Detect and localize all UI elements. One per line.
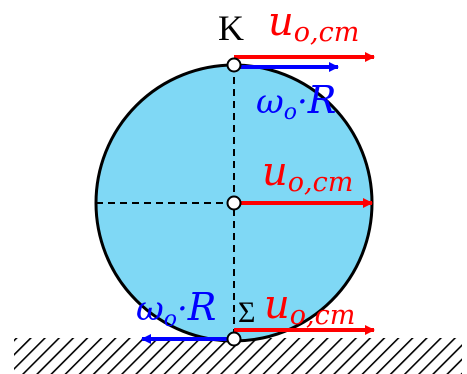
bottom-rotation-label-radius: R (187, 285, 217, 329)
top-velocity-label-sub: o,cm (294, 17, 360, 48)
top-velocity-label: uo,cm (268, 0, 359, 48)
top-rotation-label-radius: R (307, 78, 337, 122)
bottom-rotation-label: ωo·R (136, 285, 216, 332)
bottom-point (226, 331, 242, 347)
top-rotation-label: ωo·R (256, 78, 336, 125)
center-velocity-label: uo,cm (262, 149, 353, 198)
bottom-rotation-label-sub: o (164, 307, 177, 332)
center-velocity-label-symbol: u (262, 149, 288, 195)
bottom-velocity-label-symbol: u (264, 282, 290, 328)
bottom-rotation-label-omega: ω (136, 289, 164, 329)
bottom-velocity-label: uo,cm (264, 282, 355, 331)
point-label-bottom: Σ (238, 296, 255, 329)
bottom-velocity-label-sub: o,cm (290, 300, 356, 331)
point-label-top: K (218, 8, 244, 48)
center-velocity-label-sub: o,cm (288, 167, 354, 198)
top-rotation-label-omega: ω (256, 82, 284, 122)
top-velocity-label-symbol: u (268, 0, 294, 45)
top-rotation-label-dot: · (297, 82, 308, 122)
top-rotation-label-sub: o (284, 100, 297, 125)
center-point (226, 195, 242, 211)
bottom-rotation-label-dot: · (177, 289, 188, 329)
top-point (226, 57, 242, 73)
